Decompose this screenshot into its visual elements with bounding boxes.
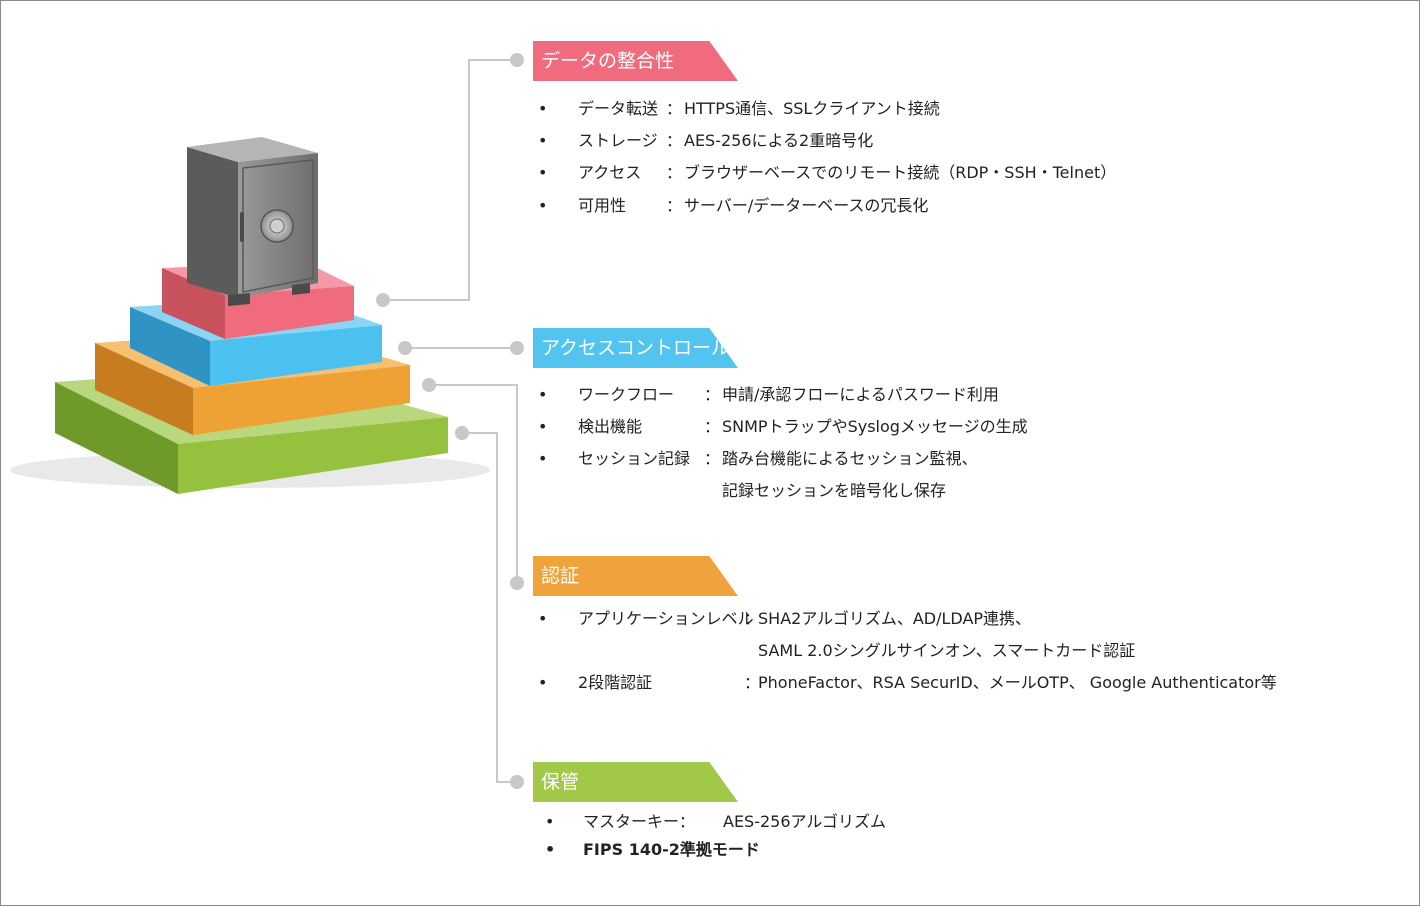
item-value: 踏み台機能によるセッション監視、 — [722, 449, 978, 468]
connector-lines — [383, 59, 518, 783]
item-value: SHA2アルゴリズム、AD/LDAP連携、 — [758, 609, 1032, 628]
bullet: • — [538, 99, 548, 118]
item-value: サーバー/データーベースの冗長化 — [684, 196, 929, 215]
item-colon: ： — [704, 417, 721, 436]
item-value: HTTPS通信、SSLクライアント接続 — [684, 99, 940, 118]
bullet: • — [538, 196, 548, 215]
item-value: PhoneFactor、RSA SecurID、メールOTP、 Google A… — [758, 673, 1277, 692]
connector-integrity — [383, 59, 517, 301]
item-value: AES-256アルゴリズム — [723, 812, 887, 831]
item-colon: ： — [744, 673, 761, 692]
item-value: SNMPトラップやSyslogメッセージの生成 — [722, 417, 1028, 436]
bullet: • — [545, 840, 556, 859]
section-storage-banner: 保管 — [533, 762, 738, 802]
section-integrity-banner: データの整合性 — [533, 41, 738, 81]
item-value: 記録セッションを暗号化し保存 — [722, 481, 947, 500]
bullet: • — [545, 812, 555, 831]
bullet: • — [538, 385, 548, 404]
item-colon: ： — [704, 449, 721, 468]
item-label: 検出機能 — [578, 417, 643, 436]
item-colon: ： — [744, 609, 761, 628]
item-value: SAML 2.0シングルサインオン、スマートカード認証 — [758, 641, 1136, 660]
item-label: ワークフロー — [578, 385, 675, 404]
item-value: AES-256による2重暗号化 — [684, 131, 874, 150]
item-label: 可用性 — [578, 196, 627, 215]
item-label: データ転送 — [578, 99, 659, 118]
item-label: マスターキー： — [583, 812, 696, 831]
bullet: • — [538, 673, 548, 692]
item-colon: ： — [704, 385, 721, 404]
safe-icon — [187, 137, 318, 306]
item-colon: ： — [666, 99, 683, 118]
item-label: アプリケーションレベル — [578, 609, 754, 628]
item-label: 2段階認証 — [578, 673, 653, 692]
section-auth-banner: 認証 — [533, 556, 738, 596]
item-label: FIPS 140-2準拠モード — [583, 840, 760, 859]
item-colon: ： — [666, 163, 683, 182]
item-value: 申請/承認フローによるパスワード利用 — [722, 385, 999, 404]
item-colon: ： — [666, 131, 683, 150]
bullet: • — [538, 417, 548, 436]
item-colon: ： — [666, 196, 683, 215]
bullet: • — [538, 163, 548, 182]
item-label: セッション記録 — [578, 449, 691, 468]
item-label: アクセス — [578, 163, 642, 182]
section-access-banner: アクセスコントロール — [533, 328, 738, 368]
bullet: • — [538, 449, 548, 468]
bullet: • — [538, 131, 548, 150]
connector-dots — [376, 53, 524, 789]
item-label: ストレージ — [578, 131, 658, 150]
connector-storage — [462, 432, 517, 783]
connector-auth — [429, 384, 518, 583]
item-value: ブラウザーベースでのリモート接続（RDP・SSH・Telnet） — [684, 163, 1117, 182]
bullet: • — [538, 609, 548, 628]
